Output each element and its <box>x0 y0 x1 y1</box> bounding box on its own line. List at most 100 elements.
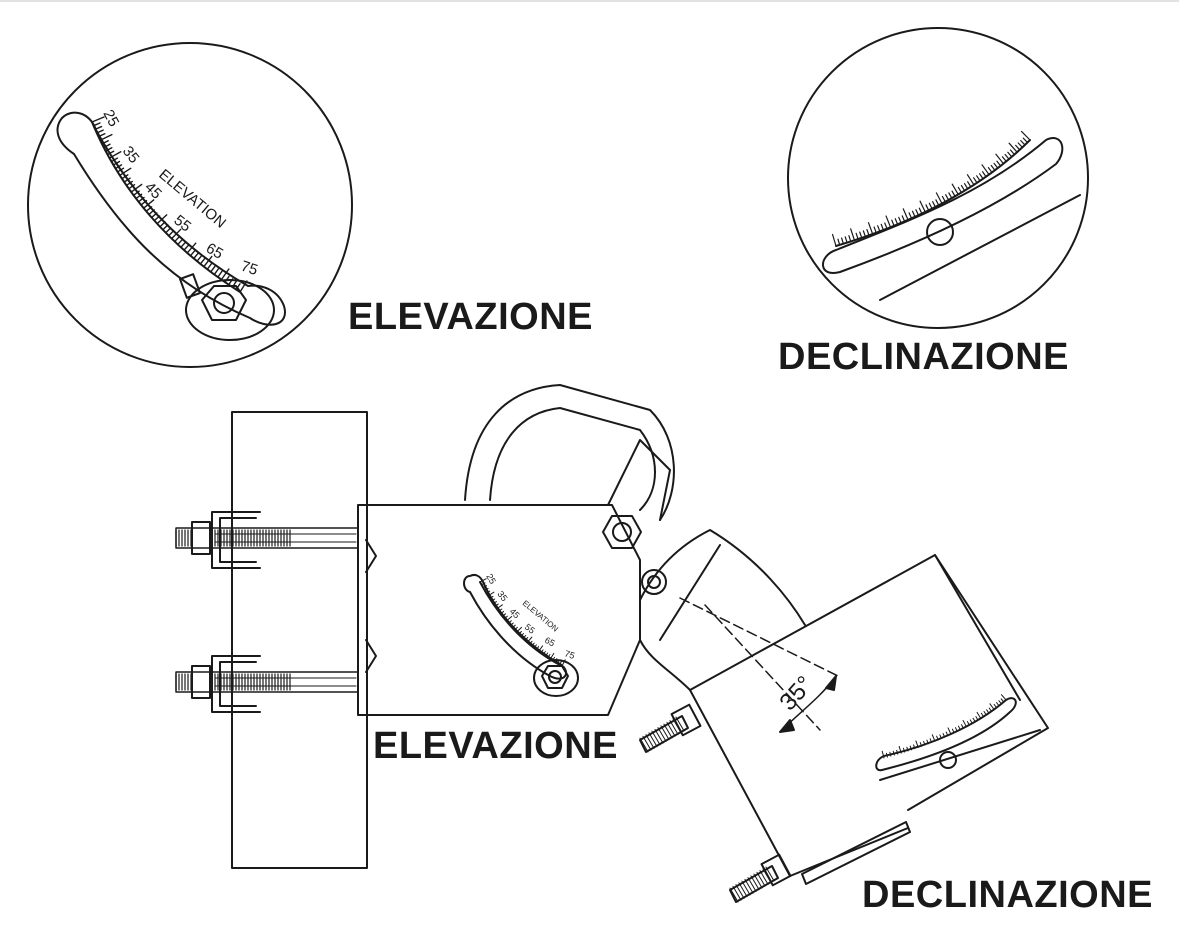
thread-lower <box>175 673 291 691</box>
tick-mark <box>850 228 856 241</box>
thread-upper <box>175 529 291 547</box>
tick-mark <box>559 660 562 666</box>
tick-mark <box>142 199 155 209</box>
declination-body-side <box>689 689 791 877</box>
declination-main-pin <box>939 751 957 769</box>
tick-mark <box>902 208 909 221</box>
tick-mark <box>973 177 978 184</box>
tick-mark <box>957 186 963 194</box>
tick-mark <box>848 235 852 243</box>
tick-mark <box>94 125 103 131</box>
elevation-tick-label-25: 25 <box>99 107 122 130</box>
tick-mark <box>104 147 113 152</box>
tick-mark <box>487 591 495 597</box>
tick-mark <box>479 578 487 583</box>
tick-mark <box>862 230 866 238</box>
tick-mark <box>170 228 182 240</box>
tick-mark <box>945 194 950 201</box>
tick-mark <box>518 631 522 635</box>
tick-mark <box>509 622 514 627</box>
plate-scale-ticks <box>479 578 566 667</box>
tick-mark <box>217 270 223 278</box>
tick-mark <box>167 230 175 237</box>
tick-mark <box>547 654 551 659</box>
declination-flange <box>801 821 911 885</box>
tick-mark <box>896 749 899 755</box>
tick-mark <box>906 746 909 752</box>
tick-mark <box>998 700 1002 705</box>
tick-mark <box>498 608 503 612</box>
tick-mark <box>145 206 153 213</box>
tick-mark <box>199 257 206 265</box>
tick-mark <box>935 192 943 205</box>
arm-seam <box>659 544 721 641</box>
tick-mark <box>918 207 923 215</box>
tick-mark <box>866 229 870 236</box>
tick-mark <box>889 751 892 757</box>
tick-mark <box>496 604 503 610</box>
tick-mark <box>91 116 105 123</box>
tick-mark <box>535 646 540 651</box>
tick-mark <box>945 731 949 737</box>
elevation-tick-label-75: 75 <box>239 258 260 279</box>
tick-mark <box>880 223 884 231</box>
tick-mark <box>981 171 987 178</box>
tick-mark <box>975 716 979 721</box>
tick-mark <box>951 728 955 734</box>
tick-mark <box>844 236 848 244</box>
plate-tick-label-75: 75 <box>563 648 576 661</box>
elevation-bolt <box>179 273 275 341</box>
tick-mark <box>986 709 990 714</box>
tick-mark <box>902 747 906 753</box>
tick-mark <box>1008 142 1018 153</box>
tick-mark <box>544 652 549 657</box>
tick-mark <box>639 737 649 753</box>
tick-mark <box>108 151 122 159</box>
tick-mark <box>148 209 155 216</box>
tick-mark <box>531 642 535 647</box>
tick-mark <box>935 199 940 206</box>
plate-tick-label-25: 25 <box>484 572 498 586</box>
tick-mark <box>210 265 216 273</box>
u-bolt-upper <box>175 511 359 569</box>
tick-mark <box>516 626 522 633</box>
tick-mark <box>538 645 544 652</box>
stud-lower-thread <box>729 866 775 903</box>
tick-mark <box>507 620 512 624</box>
tick-mark <box>885 215 892 228</box>
tick-mark <box>1017 142 1023 148</box>
plate-tick-label-35: 35 <box>495 589 509 603</box>
tick-mark <box>511 624 516 629</box>
tick-mark <box>983 711 987 716</box>
tick-mark <box>996 702 1000 707</box>
tick-mark <box>867 222 874 235</box>
tick-mark <box>989 703 995 710</box>
tick-mark <box>947 727 952 735</box>
tick-mark <box>901 215 906 222</box>
tick-mark <box>119 167 132 177</box>
tick-mark <box>642 735 652 751</box>
tick-mark <box>928 202 933 210</box>
tick-mark <box>976 175 981 182</box>
tick-mark <box>490 598 496 602</box>
tick-mark <box>672 718 682 734</box>
tick-mark <box>220 268 230 281</box>
tick-mark <box>501 613 507 617</box>
tick-mark <box>1001 156 1007 163</box>
tick-mark <box>648 732 658 748</box>
tick-mark <box>542 650 546 656</box>
tick-mark <box>103 143 111 149</box>
pivot-bolt-center <box>612 522 632 542</box>
tick-mark <box>837 238 841 246</box>
tick-mark <box>106 150 115 156</box>
pivot-bolt <box>602 515 642 549</box>
tick-mark <box>528 640 533 645</box>
tick-mark <box>898 216 902 224</box>
handle-bracket <box>607 439 671 521</box>
angle-callout: 35° <box>774 671 818 716</box>
tick-mark <box>153 215 161 222</box>
tick-mark <box>183 244 190 251</box>
tick-mark <box>162 224 169 231</box>
tick-mark <box>923 740 926 746</box>
tick-mark <box>132 190 140 196</box>
